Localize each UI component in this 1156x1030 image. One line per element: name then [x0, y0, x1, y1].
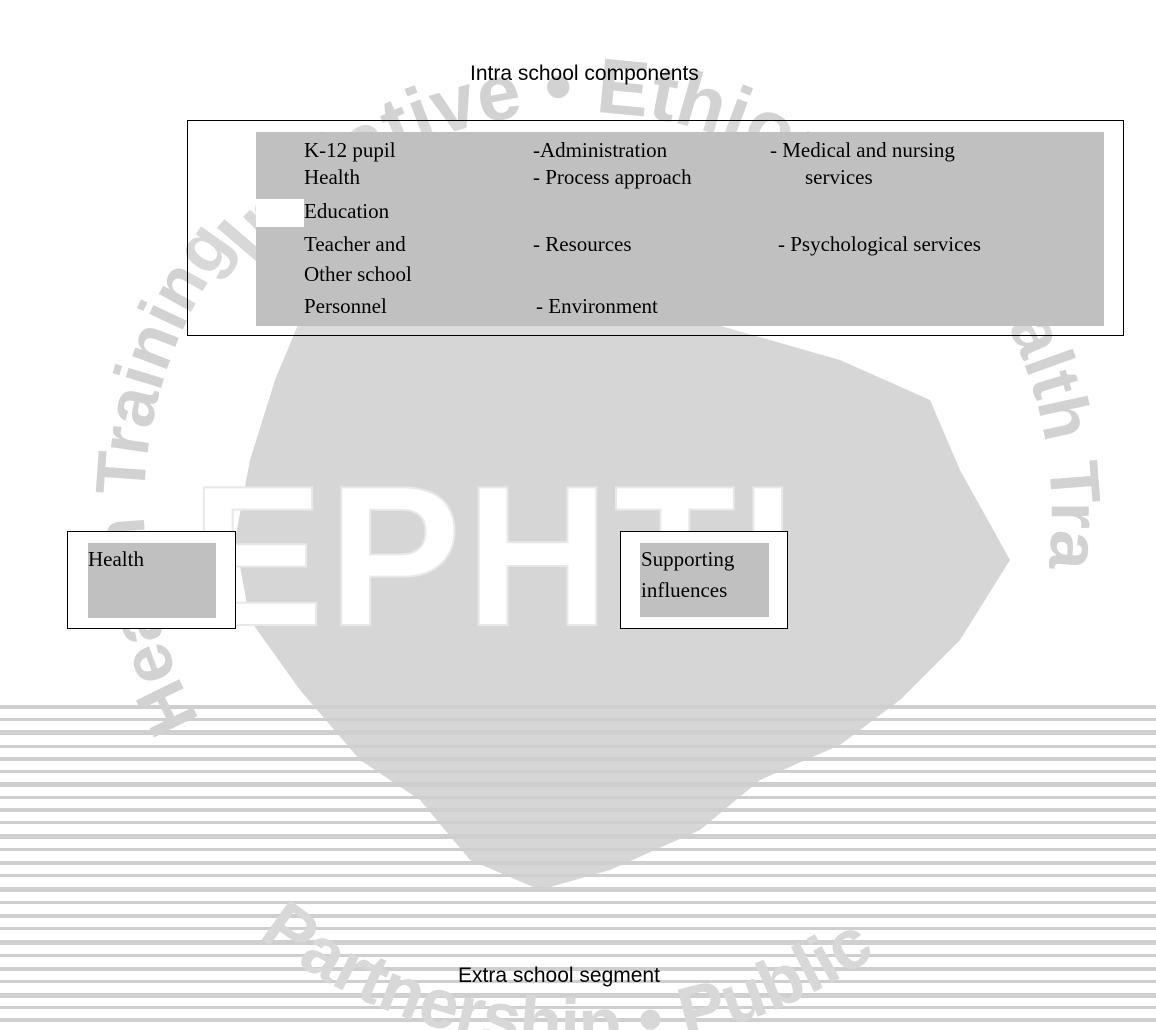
col3-line1: - Medical and nursing: [770, 138, 955, 162]
col1-line6: Personnel: [304, 294, 387, 318]
health-box-fill: [88, 543, 216, 618]
health-box: Health: [67, 531, 236, 629]
shade-main: [256, 132, 1104, 326]
health-box-label: Health: [88, 547, 144, 571]
col3-line2: services: [805, 165, 873, 189]
supporting-influences-box: Supporting influences: [620, 531, 788, 629]
col2-line2: - Process approach: [533, 165, 692, 189]
col1-line3: Education: [304, 199, 390, 223]
col1-line5: Other school: [304, 262, 412, 286]
watermark-stripes: [0, 705, 1156, 1022]
col2-line4: - Environment: [536, 294, 658, 318]
extra-school-heading: Extra school segment: [458, 964, 660, 987]
supporting-box-label-line2: influences: [641, 578, 728, 602]
intra-school-box: K-12 pupil Health Education Teacher and …: [187, 120, 1124, 336]
supporting-box-fill: [640, 543, 769, 617]
intra-school-heading: Intra school components: [470, 62, 699, 85]
col2-line3: - Resources: [533, 232, 632, 256]
col3-line3: - Psychological services: [778, 232, 981, 256]
col2-line1: -Administration: [533, 138, 668, 162]
supporting-box-label-line1: Supporting: [641, 547, 735, 571]
shade-edu-gap: [256, 199, 304, 227]
col1-line4: Teacher and: [304, 232, 406, 256]
col1-line2: Health: [304, 165, 360, 189]
col1-line1: K-12 pupil: [304, 138, 396, 162]
